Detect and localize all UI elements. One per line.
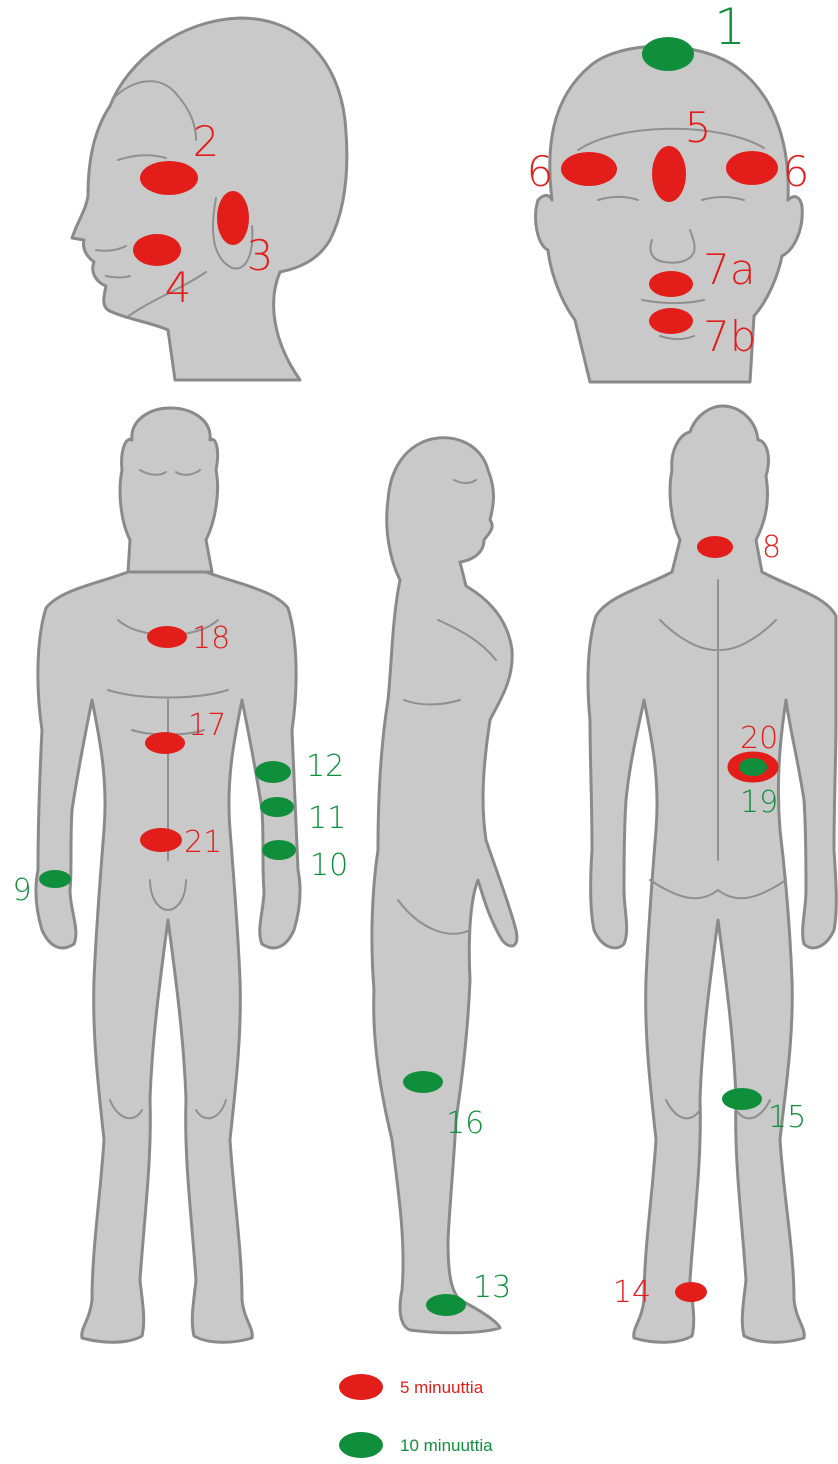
point-marker-18 xyxy=(147,626,187,648)
point-label-6-right: 6 xyxy=(783,147,810,196)
point-marker-2 xyxy=(140,161,198,195)
point-label-18: 18 xyxy=(192,621,230,656)
point-label-3: 3 xyxy=(247,231,274,280)
point-label-7b: 7b xyxy=(703,312,756,361)
body-front-view xyxy=(36,408,300,1342)
point-label-6-left: 6 xyxy=(527,147,554,196)
point-marker-13 xyxy=(426,1294,466,1316)
point-marker-7b xyxy=(649,308,693,334)
point-marker-11 xyxy=(260,797,294,817)
point-label-21: 21 xyxy=(184,825,222,860)
point-marker-8 xyxy=(697,536,733,558)
point-label-15: 15 xyxy=(768,1100,806,1135)
point-marker-15 xyxy=(722,1088,762,1110)
point-label-5: 5 xyxy=(685,103,712,152)
point-label-11: 11 xyxy=(308,801,346,836)
head-side-view xyxy=(72,18,347,380)
point-marker-16 xyxy=(403,1071,443,1093)
point-label-20: 20 xyxy=(740,721,778,756)
point-label-1: 1 xyxy=(714,0,746,56)
point-label-8: 8 xyxy=(762,530,781,565)
point-label-9: 9 xyxy=(12,873,31,908)
point-marker-10 xyxy=(262,840,296,860)
point-marker-6-right xyxy=(726,151,778,185)
point-label-7a: 7a xyxy=(703,245,755,294)
point-label-14: 14 xyxy=(613,1275,651,1310)
point-marker-21 xyxy=(140,828,182,852)
point-label-12: 12 xyxy=(306,749,344,784)
legend: 5 minuuttia 10 minuuttia xyxy=(339,1374,493,1458)
point-marker-17 xyxy=(145,732,185,754)
point-label-13: 13 xyxy=(473,1270,511,1305)
point-marker-3 xyxy=(217,191,249,245)
point-marker-19 xyxy=(739,758,767,776)
legend-label-red: 5 minuuttia xyxy=(400,1378,484,1397)
point-label-19: 19 xyxy=(740,785,778,820)
point-marker-14 xyxy=(675,1282,707,1302)
point-marker-5 xyxy=(652,146,686,202)
legend-swatch-red xyxy=(339,1374,383,1400)
point-marker-1 xyxy=(642,37,694,71)
point-label-10: 10 xyxy=(310,848,348,883)
body-side-view xyxy=(372,438,517,1333)
point-label-2: 2 xyxy=(193,117,220,166)
point-marker-7a xyxy=(649,271,693,297)
point-marker-12 xyxy=(255,761,291,783)
point-label-4: 4 xyxy=(165,263,192,312)
point-marker-9 xyxy=(39,870,71,888)
legend-swatch-green xyxy=(339,1432,383,1458)
point-label-16: 16 xyxy=(446,1106,484,1141)
point-marker-4 xyxy=(133,234,181,266)
legend-label-green: 10 minuuttia xyxy=(400,1436,493,1455)
point-label-17: 17 xyxy=(188,708,226,743)
point-marker-6-left xyxy=(561,152,617,186)
